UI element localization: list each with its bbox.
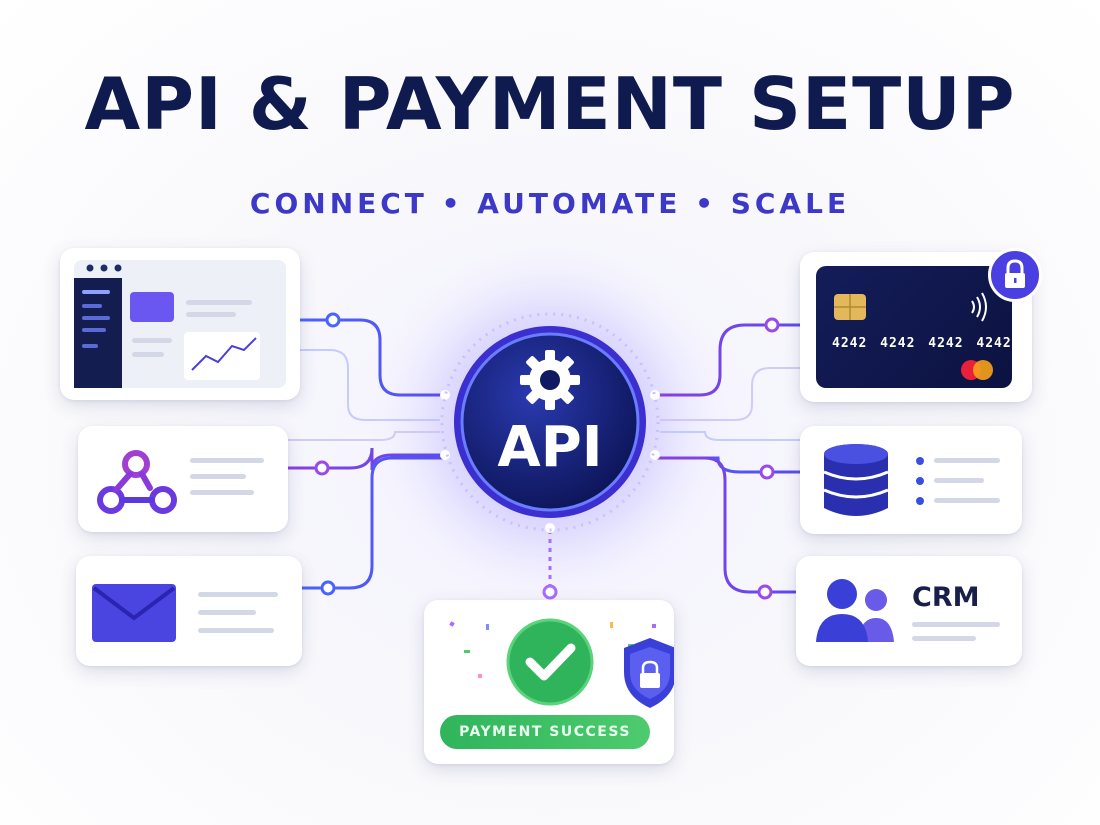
- page-title: API & PAYMENT SETUP: [84, 62, 1016, 146]
- lock-icon: [1005, 259, 1025, 288]
- crm-card: CRM: [796, 556, 1022, 666]
- hub-core: [460, 332, 640, 512]
- dashboard-card: [60, 248, 300, 400]
- wire-dashboard: [300, 318, 445, 397]
- list-bullets: [916, 457, 924, 505]
- webhook-icon: [97, 450, 177, 514]
- page-subtitle: CONNECT • AUTOMATE • SCALE: [249, 187, 851, 220]
- hub-endpoints: [440, 390, 660, 533]
- connector-nodes: [314, 312, 780, 600]
- card-brand-logo: [961, 360, 993, 380]
- payment-card-panel: 4242 4242 4242 4242: [800, 248, 1042, 402]
- payment-success-badge: PAYMENT SUCCESS: [440, 715, 650, 749]
- credit-card: 4242 4242 4242 4242: [816, 266, 1012, 388]
- shield-lock-icon: [624, 638, 674, 708]
- hub-dotted-ring: [440, 312, 660, 532]
- lock-badge: [988, 248, 1042, 302]
- hub-label: API: [497, 415, 603, 480]
- dashboard-illustration: [74, 260, 286, 388]
- wire-payment-faint: [660, 367, 800, 421]
- wire-dashboard-faint: [300, 349, 440, 421]
- webhook-card: [78, 426, 288, 532]
- payment-success-card: PAYMENT SUCCESS: [424, 600, 674, 764]
- users-icon: [816, 579, 894, 642]
- wire-payment-card: [655, 323, 800, 397]
- card-number: 4242 4242 4242 4242: [832, 336, 1012, 351]
- gear-icon: [520, 350, 580, 410]
- envelope-icon: [92, 584, 176, 642]
- database-icon: [823, 444, 889, 516]
- email-card: [76, 556, 302, 666]
- database-card: [800, 426, 1022, 534]
- checkmark-icon: [506, 618, 594, 706]
- wire-email: [302, 456, 445, 590]
- api-hub: API: [440, 312, 660, 532]
- wire-webhook: [288, 447, 445, 471]
- wire-database-faint: [660, 431, 800, 441]
- crm-label: CRM: [912, 582, 980, 613]
- contactless-icon: [971, 292, 987, 322]
- wire-crm: [655, 456, 800, 594]
- confetti: [449, 621, 656, 678]
- wire-webhook-faint: [288, 431, 440, 441]
